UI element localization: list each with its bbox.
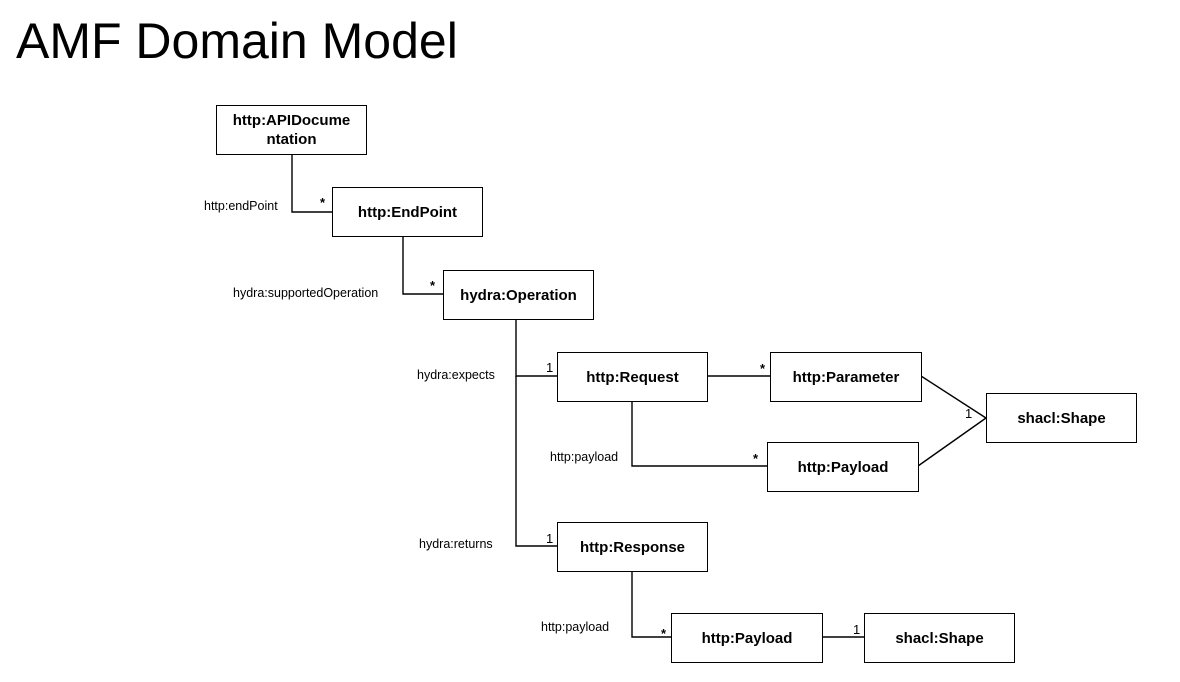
- edge-endpoint-line: [291, 154, 332, 213]
- edge-label-response-payload: http:payload: [541, 620, 610, 634]
- edge-supported-operation-line: [402, 236, 443, 295]
- node-payload-response: http:Payload: [671, 613, 823, 663]
- node-response: http:Response: [557, 522, 708, 572]
- node-payload-request: http:Payload: [767, 442, 919, 492]
- node-shape-response: shacl:Shape: [864, 613, 1015, 663]
- node-request: http:Request: [557, 352, 708, 402]
- page-title: AMF Domain Model: [16, 13, 458, 69]
- multiplicity-payload-response: *: [661, 626, 667, 641]
- multiplicity-response: 1: [546, 531, 554, 546]
- node-shape-request: shacl:Shape: [986, 393, 1137, 443]
- edge-request-payload-line: [631, 401, 767, 467]
- edge-parameter-shape-line: [920, 375, 987, 419]
- edge-response-payload-line: [631, 571, 671, 638]
- edge-label-supported-operation: hydra:supportedOperation: [233, 286, 379, 300]
- edge-label-request-payload: http:payload: [550, 450, 619, 464]
- edge-returns-line: [515, 376, 557, 547]
- edge-label-returns: hydra:returns: [419, 537, 493, 551]
- multiplicity-request: 1: [546, 360, 554, 375]
- node-endpoint: http:EndPoint: [332, 187, 483, 237]
- node-api-documentation: http:APIDocume ntation: [216, 105, 367, 155]
- edge-label-endpoint: http:endPoint: [204, 199, 278, 213]
- multiplicity-endpoint: *: [320, 195, 326, 210]
- multiplicity-operation: *: [430, 278, 436, 293]
- multiplicity-payload-request: *: [753, 451, 759, 466]
- node-parameter: http:Parameter: [770, 352, 922, 402]
- multiplicity-parameter: *: [760, 361, 766, 376]
- multiplicity-shape-response: 1: [853, 622, 861, 637]
- edge-label-expects: hydra:expects: [417, 368, 495, 382]
- edge-payload-shape-line: [917, 417, 987, 467]
- multiplicity-shape: 1: [965, 406, 973, 421]
- node-operation: hydra:Operation: [443, 270, 594, 320]
